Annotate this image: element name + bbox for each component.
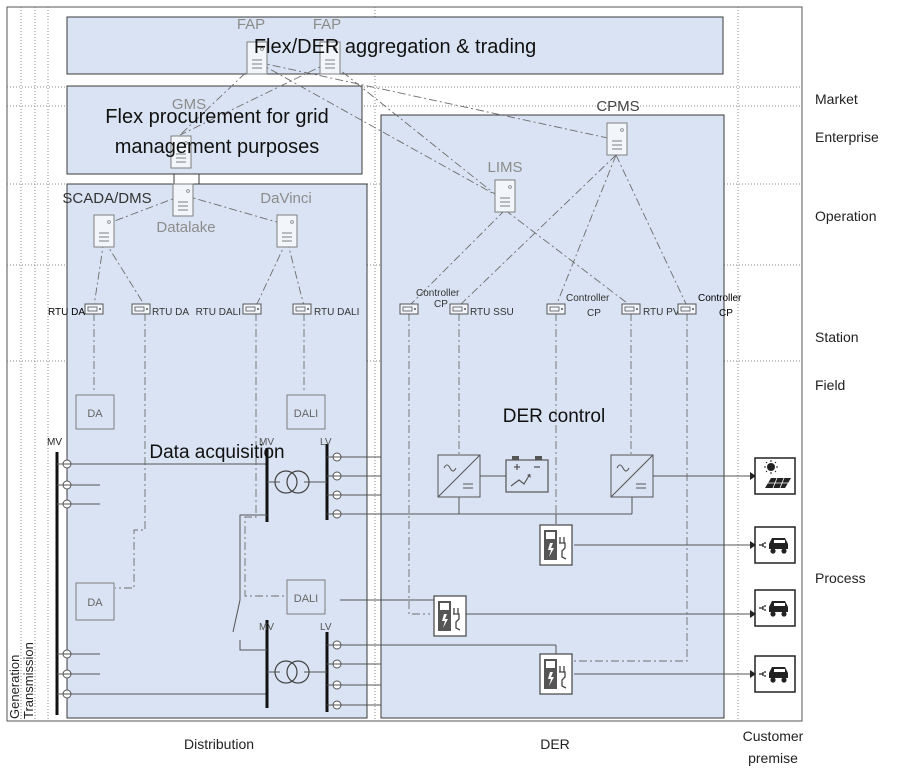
comm-links bbox=[93, 61, 688, 662]
ev-car-icon-1[interactable] bbox=[754, 526, 796, 564]
level-operation: Operation bbox=[815, 208, 876, 224]
mv-label-1: MV bbox=[259, 437, 274, 448]
controller-cp-3-label-line1: Controller bbox=[698, 293, 742, 304]
rtu-dali-2-label: RTU DALI bbox=[314, 307, 359, 318]
controller-cp-1-label-line1: Controller bbox=[416, 288, 460, 299]
car-arrows bbox=[750, 472, 756, 678]
davinci-label: DaVinci bbox=[260, 190, 311, 207]
datalake-label: Datalake bbox=[156, 219, 215, 236]
controller-cp-3[interactable]: Controller CP bbox=[677, 293, 742, 319]
datalake-server[interactable]: Datalake bbox=[156, 183, 216, 236]
level-field: Field bbox=[815, 377, 845, 393]
controller-cp-1-label-line2: CP bbox=[434, 299, 448, 310]
da-device-1[interactable]: DA bbox=[75, 394, 115, 430]
ev-car-icon-3[interactable] bbox=[754, 655, 796, 693]
davinci-server[interactable]: DaVinci bbox=[260, 190, 312, 248]
flex-trading-title: Flex/DER aggregation & trading bbox=[254, 36, 536, 58]
fap-label-2: FAP bbox=[313, 16, 341, 33]
controller-cp-2-label-line1: Controller bbox=[566, 293, 610, 304]
scada-dms-server[interactable]: SCADA/DMS bbox=[62, 190, 152, 248]
der-control-title: DER control bbox=[503, 406, 605, 427]
level-process: Process bbox=[815, 570, 866, 586]
rtu-pv-label: RTU PV bbox=[643, 307, 680, 318]
rtu-dali-2[interactable]: RTU DALI bbox=[292, 303, 359, 318]
fap-server-2[interactable]: FAP bbox=[313, 16, 341, 75]
distribution-box bbox=[66, 183, 368, 719]
rtu-da-1-label: RTU DA bbox=[48, 307, 85, 318]
level-station: Station bbox=[815, 329, 859, 345]
controller-cp-2[interactable]: Controller CP bbox=[546, 293, 610, 319]
lims-server[interactable]: LIMS bbox=[487, 159, 523, 213]
charger-icon-3[interactable] bbox=[539, 653, 573, 695]
gms-server[interactable]: GMS bbox=[170, 96, 206, 169]
zone-customer-premise-1: Customer bbox=[743, 728, 804, 744]
rtu-ssu-label: RTU SSU bbox=[470, 307, 514, 318]
level-enterprise: Enterprise bbox=[815, 129, 879, 145]
scada-dms-label: SCADA/DMS bbox=[62, 190, 151, 207]
rtu-da-2-label: RTU DA bbox=[152, 307, 189, 318]
inverter-storage[interactable] bbox=[437, 454, 481, 498]
zone-generation: Generation bbox=[7, 655, 22, 719]
flex-procurement-box bbox=[66, 85, 363, 175]
level-market: Market bbox=[815, 91, 858, 107]
rtu-ssu[interactable]: RTU SSU bbox=[449, 303, 514, 318]
inverter-pv[interactable] bbox=[610, 454, 654, 498]
zone-customer-premise-2: premise bbox=[748, 750, 798, 766]
charger-icon-2[interactable] bbox=[433, 595, 467, 637]
flex-procurement-title-1: Flex procurement for grid bbox=[105, 106, 328, 128]
zone-der: DER bbox=[540, 736, 570, 752]
rtu-da-1[interactable]: RTU DA bbox=[48, 303, 104, 318]
battery-icon[interactable] bbox=[505, 455, 549, 493]
mv-label-left: MV bbox=[47, 437, 62, 448]
rtu-dali-1-label: RTU DALI bbox=[196, 307, 241, 318]
ev-car-icon-2[interactable] bbox=[754, 589, 796, 627]
controller-cp-3-label-line2: CP bbox=[719, 308, 733, 319]
controller-cp-1[interactable]: Controller CP bbox=[399, 288, 460, 315]
charger-icon-1[interactable] bbox=[539, 524, 573, 566]
dali-device-2-label: DALI bbox=[294, 593, 318, 605]
dali-device-2[interactable]: DALI bbox=[286, 579, 326, 615]
zone-transmission: Transmission bbox=[21, 642, 36, 719]
fap-server-1[interactable]: FAP bbox=[237, 16, 268, 75]
da-device-1-label: DA bbox=[87, 408, 103, 420]
zone-distribution: Distribution bbox=[184, 736, 254, 752]
lims-label: LIMS bbox=[487, 159, 522, 176]
pv-panel-icon[interactable] bbox=[754, 457, 796, 495]
mv-label-2: MV bbox=[259, 622, 274, 633]
rtu-da-2[interactable]: RTU DA bbox=[131, 303, 189, 318]
rtu-pv[interactable]: RTU PV bbox=[621, 303, 680, 318]
dali-device-1[interactable]: DALI bbox=[286, 394, 326, 430]
flex-trading-box bbox=[66, 16, 724, 75]
lv-label-2: LV bbox=[320, 622, 332, 633]
gms-datalake-link bbox=[173, 173, 200, 185]
data-acquisition-title: Data acquisition bbox=[149, 442, 284, 463]
rtu-dali-1[interactable]: RTU DALI bbox=[196, 303, 262, 318]
dali-device-1-label: DALI bbox=[294, 408, 318, 420]
da-device-2[interactable]: DA bbox=[75, 582, 115, 621]
gms-label: GMS bbox=[172, 96, 206, 113]
cpms-label: CPMS bbox=[596, 98, 639, 115]
cpms-server[interactable]: CPMS bbox=[596, 98, 640, 156]
flex-procurement-title-2: management purposes bbox=[115, 136, 320, 158]
lv-label-1: LV bbox=[320, 437, 332, 448]
da-device-2-label: DA bbox=[87, 597, 103, 609]
fap-label-1: FAP bbox=[237, 16, 265, 33]
controller-cp-2-label-line2: CP bbox=[587, 308, 601, 319]
